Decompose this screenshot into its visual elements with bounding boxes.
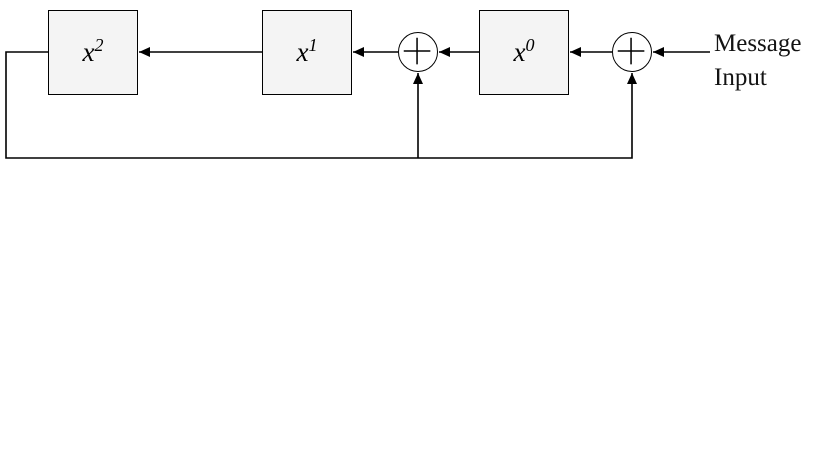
adder-1 [398,32,438,72]
register-x0-label: x0 [513,35,535,67]
message-input-line2: Input [714,64,767,91]
register-x1-label: x1 [296,35,318,67]
register-x2-label: x2 [82,35,104,67]
register-x2: x2 [48,10,138,95]
wire-feedback-to-adder2 [5,51,637,159]
plus-icon [403,37,431,65]
plus-icon [617,37,645,65]
adder-2 [612,32,652,72]
message-input-label: Message Input [714,27,801,95]
register-x0: x0 [479,10,569,95]
register-x1: x1 [262,10,352,95]
message-input-line1: Message [714,30,802,57]
